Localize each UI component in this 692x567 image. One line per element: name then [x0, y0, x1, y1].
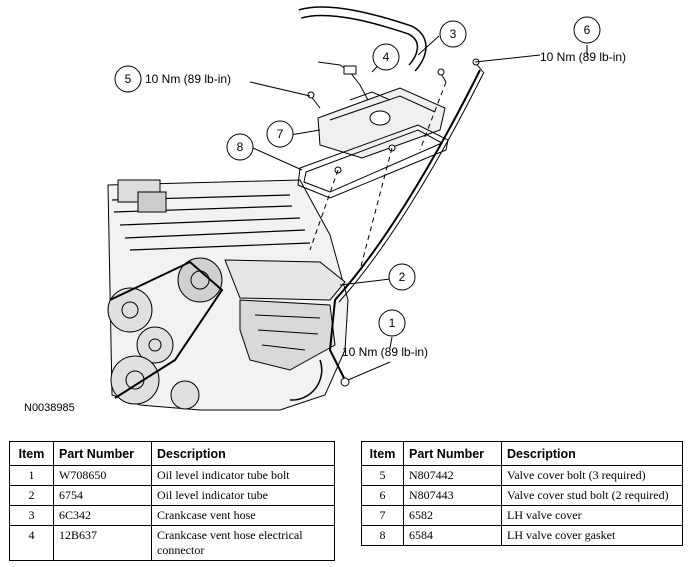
- cell-part-number: W708650: [53, 465, 152, 486]
- table-row: 4 12B637 Crankcase vent hose electrical …: [9, 525, 335, 561]
- cell-item: 1: [9, 465, 54, 486]
- header-item: Item: [361, 441, 404, 466]
- cell-description: Oil level indicator tube bolt: [151, 465, 335, 486]
- figure-id: N0038985: [24, 402, 75, 414]
- callout-3: 3: [439, 20, 467, 48]
- callout-2-number: 2: [399, 270, 406, 284]
- table-row: 2 6754 Oil level indicator tube: [9, 485, 335, 506]
- callout-6: 6 10 Nm (89 lb-in): [540, 16, 626, 64]
- header-description: Description: [501, 441, 683, 466]
- cell-item: 7: [361, 505, 404, 526]
- table-row: 6 N807443 Valve cover stud bolt (2 requi…: [361, 485, 683, 506]
- header-part-number: Part Number: [403, 441, 502, 466]
- table-row: 5 N807442 Valve cover bolt (3 required): [361, 465, 683, 486]
- table-header-row: Item Part Number Description: [9, 441, 335, 466]
- cell-description: Oil level indicator tube: [151, 485, 335, 506]
- callout-4: 4: [372, 43, 400, 71]
- callout-1-number: 1: [389, 316, 396, 330]
- callout-5: 5 10 Nm (89 lb-in): [114, 65, 231, 93]
- cell-part-number: 12B637: [53, 525, 152, 561]
- cell-item: 3: [9, 505, 54, 526]
- cell-description: LH valve cover: [501, 505, 683, 526]
- callout-8-number: 8: [237, 140, 244, 154]
- cell-part-number: 6584: [403, 525, 502, 546]
- cell-item: 2: [9, 485, 54, 506]
- header-item: Item: [9, 441, 54, 466]
- callout-6-number: 6: [584, 23, 591, 37]
- engine-diagram: 1 10 Nm (89 lb-in) 2 3 4 5 10 Nm (89 lb-…: [107, 6, 626, 411]
- cell-item: 5: [361, 465, 404, 486]
- parts-table-right: Item Part Number Description 5 N807442 V…: [361, 441, 683, 546]
- cell-description: LH valve cover gasket: [501, 525, 683, 546]
- cell-part-number: 6754: [53, 485, 152, 506]
- header-part-number: Part Number: [53, 441, 152, 466]
- callout-6-torque: 10 Nm (89 lb-in): [540, 50, 626, 64]
- callout-4-number: 4: [383, 50, 390, 64]
- cell-description: Crankcase vent hose: [151, 505, 335, 526]
- cell-part-number: 6C342: [53, 505, 152, 526]
- cell-part-number: N807443: [403, 485, 502, 506]
- table-row: 8 6584 LH valve cover gasket: [361, 525, 683, 546]
- cell-item: 4: [9, 525, 54, 561]
- cell-description: Valve cover bolt (3 required): [501, 465, 683, 486]
- callout-7: 7: [266, 120, 294, 148]
- table-row: 1 W708650 Oil level indicator tube bolt: [9, 465, 335, 486]
- table-row: 7 6582 LH valve cover: [361, 505, 683, 526]
- cell-description: Valve cover stud bolt (2 required): [501, 485, 683, 506]
- callout-5-number: 5: [125, 72, 132, 86]
- engine-illustration: [107, 6, 485, 411]
- header-description: Description: [151, 441, 335, 466]
- cell-description: Crankcase vent hose electrical connector: [151, 525, 335, 561]
- cell-part-number: 6582: [403, 505, 502, 526]
- callout-1-torque: 10 Nm (89 lb-in): [342, 345, 428, 359]
- callout-8: 8: [226, 133, 254, 161]
- callout-2: 2: [388, 263, 416, 291]
- cell-item: 6: [361, 485, 404, 506]
- cell-part-number: N807442: [403, 465, 502, 486]
- cell-item: 8: [361, 525, 404, 546]
- parts-table-left: Item Part Number Description 1 W708650 O…: [9, 441, 335, 561]
- callout-1: 1 10 Nm (89 lb-in): [342, 309, 428, 359]
- callout-3-number: 3: [450, 27, 457, 41]
- callout-5-torque: 10 Nm (89 lb-in): [145, 72, 231, 86]
- table-header-row: Item Part Number Description: [361, 441, 683, 466]
- callout-7-number: 7: [277, 127, 284, 141]
- table-row: 3 6C342 Crankcase vent hose: [9, 505, 335, 526]
